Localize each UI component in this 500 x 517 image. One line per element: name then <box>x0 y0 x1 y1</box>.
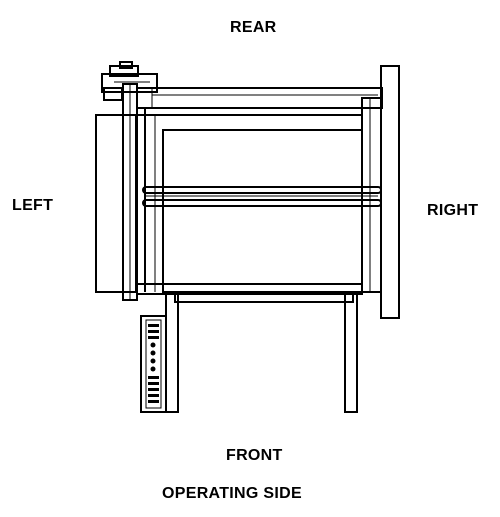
motor-block <box>101 61 158 101</box>
front-left-leg <box>165 293 179 413</box>
rear-beam <box>136 87 383 109</box>
front-right-leg <box>344 293 358 413</box>
roller-shafts <box>142 186 382 207</box>
front-beam <box>136 283 363 303</box>
control-panel <box>140 315 167 413</box>
right-frame-post <box>380 65 400 319</box>
right-inner-post <box>361 97 382 293</box>
operating-side-label: OPERATING SIDE <box>162 485 302 502</box>
rear-label: REAR <box>230 19 277 36</box>
right-label: RIGHT <box>427 202 479 219</box>
front-label: FRONT <box>226 447 283 464</box>
left-label: LEFT <box>12 197 54 214</box>
